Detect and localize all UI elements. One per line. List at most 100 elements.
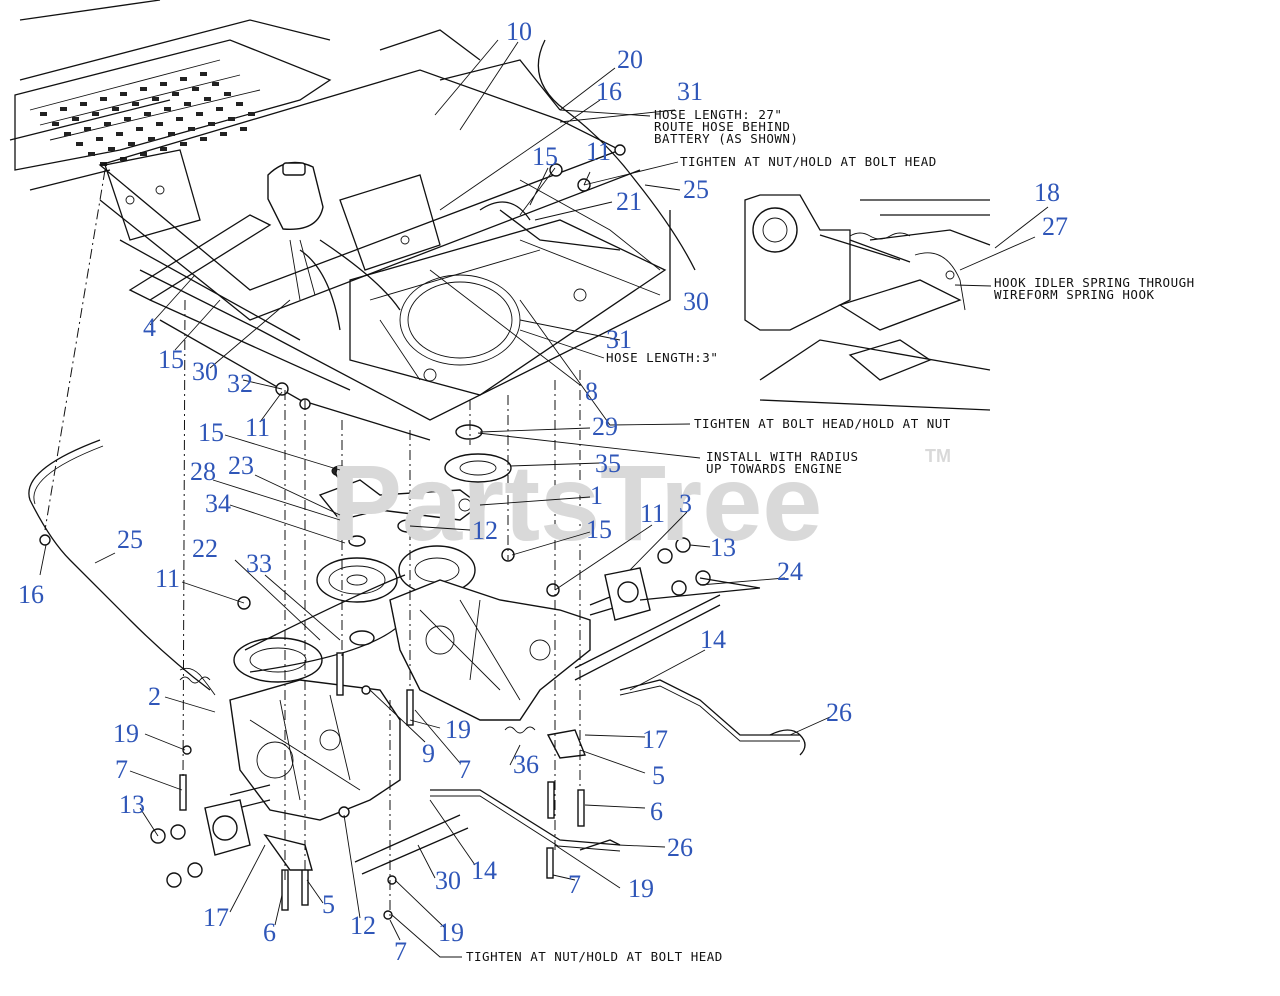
- deck-perforation: [196, 112, 203, 116]
- callout-5: 5: [652, 761, 665, 790]
- deck-perforation: [180, 77, 187, 81]
- callout-11: 11: [640, 499, 665, 528]
- deck-perforation: [236, 102, 243, 106]
- deck-perforation: [188, 127, 195, 131]
- deck-perforations: [40, 72, 255, 166]
- note-hook-line2: WIREFORM SPRING HOOK: [994, 287, 1155, 302]
- callout-6: 6: [263, 918, 276, 947]
- callout-9: 9: [422, 739, 435, 768]
- note-install-line1: INSTALL WITH RADIUS: [706, 449, 859, 464]
- watermark-text: PartsTree: [330, 442, 822, 563]
- callout-7: 7: [115, 755, 128, 784]
- deck-perforation: [208, 122, 215, 126]
- callout-19: 19: [628, 874, 654, 903]
- note-hose-27-line1: HOSE LENGTH: 27": [654, 107, 782, 122]
- note-hose-27-line2: ROUTE HOSE BEHIND: [654, 119, 790, 134]
- callout-6: 6: [650, 797, 663, 826]
- deck-perforation: [184, 102, 191, 106]
- deck-perforation: [224, 92, 231, 96]
- callout-30: 30: [683, 287, 709, 316]
- deck-perforation: [160, 82, 167, 86]
- deck-perforation: [172, 92, 179, 96]
- note-tighten-nut-top: TIGHTEN AT NUT/HOLD AT BOLT HEAD: [680, 154, 937, 169]
- deck-perforation: [136, 127, 143, 131]
- deck-perforation: [200, 137, 207, 141]
- callout-16: 16: [596, 77, 622, 106]
- deck-perforation: [164, 107, 171, 111]
- watermark-tm: TM: [925, 446, 951, 466]
- deck-perforation: [204, 97, 211, 101]
- callout-12: 12: [472, 516, 498, 545]
- note-install-line2: UP TOWARDS ENGINE: [706, 461, 842, 476]
- deck-perforation: [80, 102, 87, 106]
- callout-10: 10: [506, 17, 532, 46]
- callout-33: 33: [246, 549, 272, 578]
- drive-components: [28, 39, 806, 920]
- callout-2: 2: [148, 682, 161, 711]
- deck-perforation: [124, 117, 131, 121]
- callout-5: 5: [322, 890, 335, 919]
- callout-4: 4: [143, 313, 156, 342]
- deck-perforation: [84, 127, 91, 131]
- callout-14: 14: [700, 625, 726, 654]
- deck-perforation: [108, 147, 115, 151]
- deck-perforation: [88, 152, 95, 156]
- deck-perforation: [60, 107, 67, 111]
- chassis-frame: [9, 0, 671, 441]
- deck-perforation: [132, 102, 139, 106]
- deck-perforation: [148, 137, 155, 141]
- deck-perforation: [100, 97, 107, 101]
- annotation-notes: HOSE LENGTH: 27" ROUTE HOSE BEHIND BATTE…: [466, 107, 1194, 964]
- deck-perforation: [64, 132, 71, 136]
- deck-perforation: [176, 117, 183, 121]
- callout-numbers: 10 20 16 31 15 11 25 21 18 27 30 4 15 30…: [18, 17, 1068, 966]
- note-hose-27-line3: BATTERY (AS SHOWN): [654, 131, 798, 146]
- deck-perforation: [248, 112, 255, 116]
- callout-8: 8: [585, 377, 598, 406]
- callout-7: 7: [394, 937, 407, 966]
- callout-28: 28: [190, 457, 216, 486]
- callout-20: 20: [617, 45, 643, 74]
- callout-16: 16: [18, 580, 44, 609]
- callout-15: 15: [198, 418, 224, 447]
- inset-view: [744, 194, 991, 411]
- callout-15: 15: [586, 515, 612, 544]
- callout-34: 34: [205, 489, 231, 518]
- callout-19: 19: [113, 719, 139, 748]
- callout-11: 11: [245, 413, 270, 442]
- callout-13: 13: [710, 533, 736, 562]
- callout-15: 15: [532, 142, 558, 171]
- deck-perforation: [168, 132, 175, 136]
- callout-11: 11: [155, 564, 180, 593]
- callout-25: 25: [117, 525, 143, 554]
- deck-perforation: [216, 107, 223, 111]
- callout-11: 11: [586, 137, 611, 166]
- note-tighten-bolt: TIGHTEN AT BOLT HEAD/HOLD AT NUT: [694, 416, 951, 431]
- deck-perforation: [212, 82, 219, 86]
- leader-lines: [39, 39, 1049, 958]
- callout-17: 17: [203, 903, 229, 932]
- callout-18: 18: [1034, 178, 1060, 207]
- note-hose-3: HOSE LENGTH:3": [606, 350, 718, 365]
- callout-26: 26: [667, 833, 693, 862]
- deck-perforation: [228, 117, 235, 121]
- callout-17: 17: [642, 725, 668, 754]
- deck-perforation: [116, 132, 123, 136]
- callout-24: 24: [777, 557, 803, 586]
- callout-1: 1: [590, 481, 603, 510]
- deck-perforation: [76, 142, 83, 146]
- deck-perforation: [128, 142, 135, 146]
- deck-perforation: [240, 127, 247, 131]
- deck-perforation: [156, 122, 163, 126]
- callout-19: 19: [438, 918, 464, 947]
- callout-7: 7: [458, 755, 471, 784]
- callout-3: 3: [679, 489, 692, 518]
- deck-perforation: [92, 112, 99, 116]
- callout-26: 26: [826, 698, 852, 727]
- callout-36: 36: [513, 750, 539, 779]
- callout-29: 29: [592, 412, 618, 441]
- deck-perforation: [140, 87, 147, 91]
- callout-32: 32: [227, 369, 253, 398]
- deck-perforation: [180, 142, 187, 146]
